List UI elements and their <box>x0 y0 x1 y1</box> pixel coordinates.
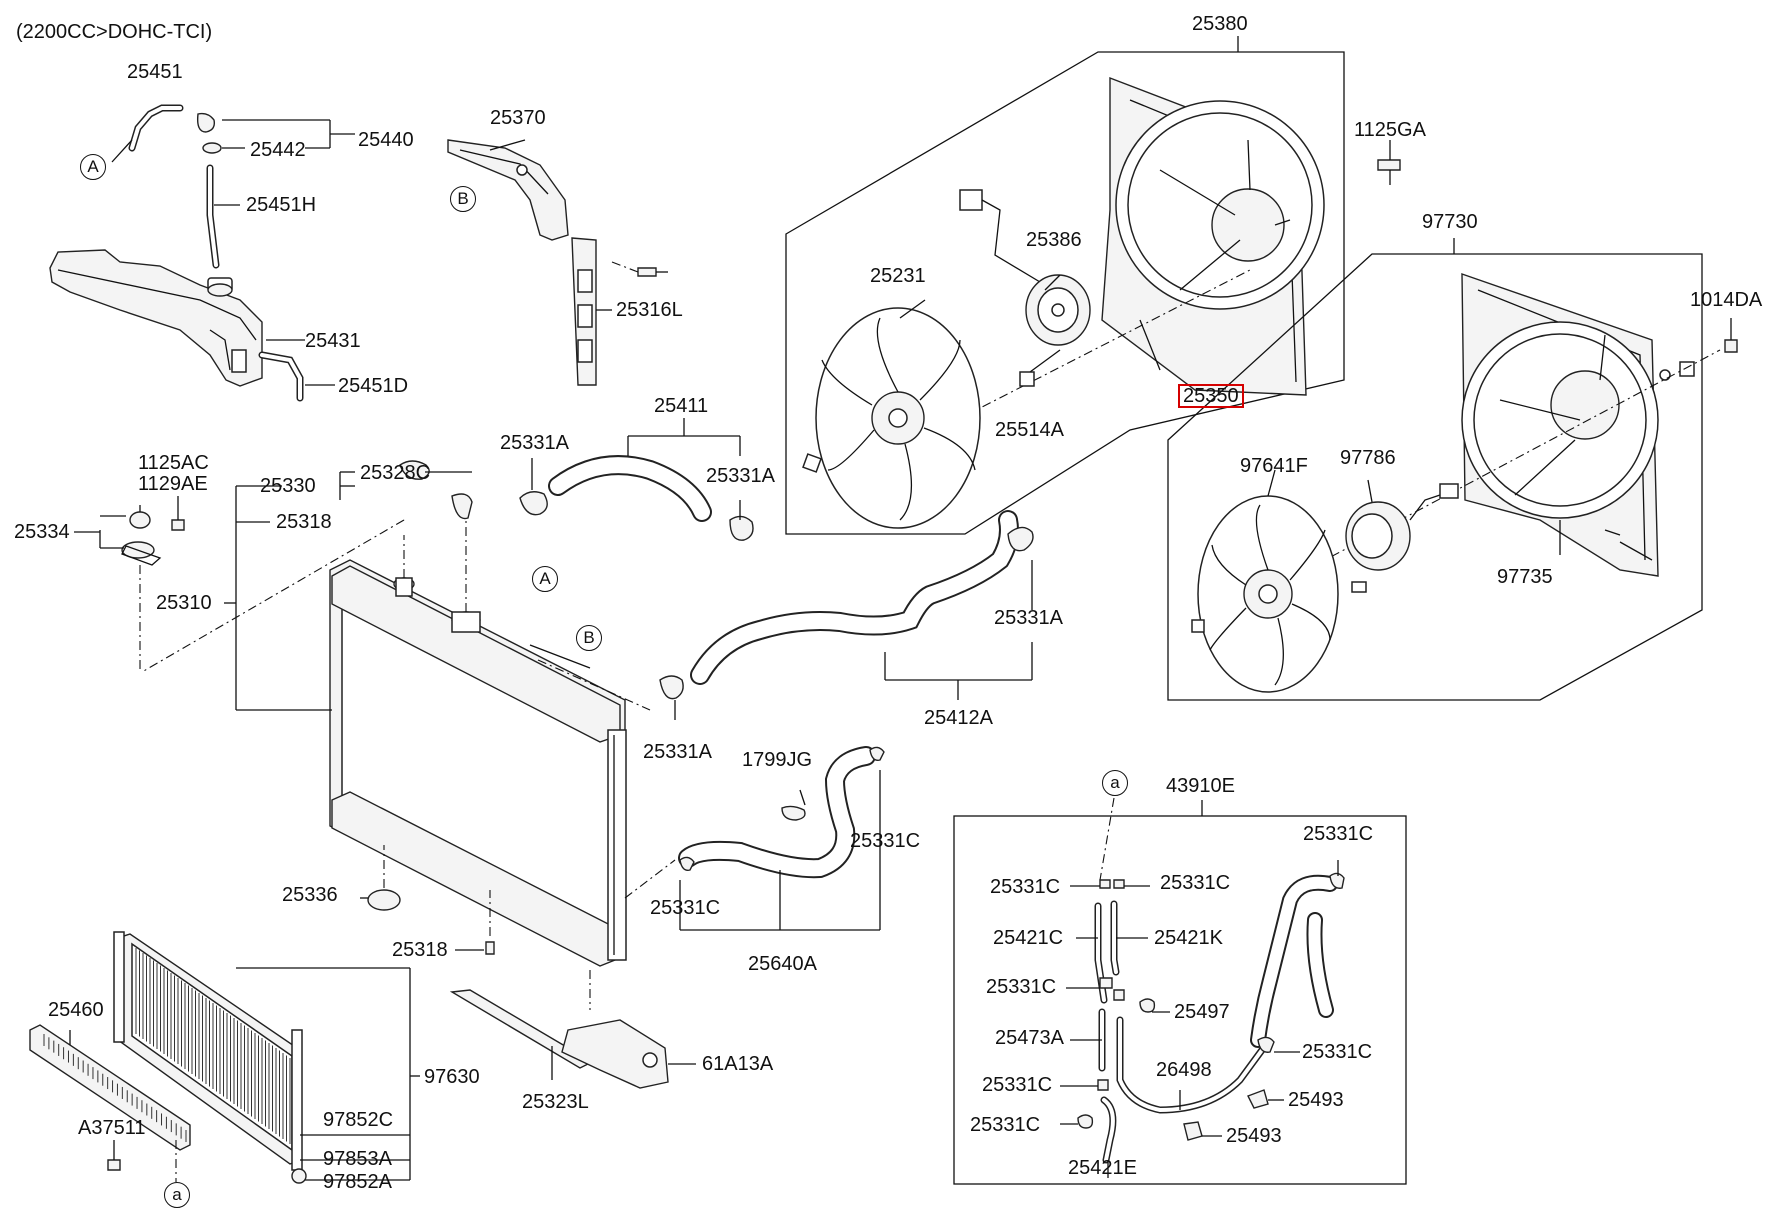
part-label-25493-upper[interactable]: 25493 <box>1288 1089 1344 1111</box>
part-label-25331C-kit-mid-left[interactable]: 25331C <box>986 976 1057 998</box>
part-label-25370[interactable]: 25370 <box>490 107 546 129</box>
part-label-61A13A[interactable]: 61A13A <box>702 1053 774 1075</box>
fan-box-2 <box>1167 238 1738 701</box>
part-label-25331A-upper-left[interactable]: 25331A <box>500 432 569 454</box>
part-label-26498[interactable]: 26498 <box>1156 1059 1212 1081</box>
part-label-25331C-hose-right[interactable]: 25331C <box>850 830 921 852</box>
part-label-25331A-lower-right[interactable]: 25331A <box>994 607 1063 629</box>
part-label-25316L[interactable]: 25316L <box>616 299 683 321</box>
ref-circle-A-radiator: A <box>532 566 558 592</box>
part-label-25497[interactable]: 25497 <box>1174 1001 1230 1023</box>
part-label-1125AC[interactable]: 1125AC <box>138 452 209 474</box>
part-label-97852A[interactable]: 97852A <box>323 1171 392 1193</box>
part-label-25431[interactable]: 25431 <box>305 330 361 352</box>
part-label-25350-highlighted[interactable]: 25350 <box>1178 384 1244 408</box>
part-label-25421E[interactable]: 25421E <box>1068 1157 1137 1179</box>
part-label-25318-lower[interactable]: 25318 <box>392 939 448 961</box>
part-label-43910E[interactable]: 43910E <box>1166 775 1235 797</box>
part-label-97630[interactable]: 97630 <box>424 1066 480 1088</box>
ref-circle-a-condenser: a <box>164 1182 190 1208</box>
part-label-25318-upper[interactable]: 25318 <box>276 511 332 533</box>
part-label-97853A[interactable]: 97853A <box>323 1148 392 1170</box>
part-label-25331C-kit-mid-right[interactable]: 25331C <box>1302 1041 1373 1063</box>
part-label-25331C-kit-top-mid[interactable]: 25331C <box>1160 872 1231 894</box>
hose-25640A <box>624 746 885 931</box>
part-label-25331C-kit-bottom-left[interactable]: 25331C <box>970 1114 1041 1136</box>
part-label-25331C-kit-top-right[interactable]: 25331C <box>1303 823 1374 845</box>
part-label-1129AE[interactable]: 1129AE <box>138 473 208 495</box>
part-label-25310[interactable]: 25310 <box>156 592 212 614</box>
part-label-25514A[interactable]: 25514A <box>995 419 1064 441</box>
part-label-25331C-kit-top-left[interactable]: 25331C <box>990 876 1061 898</box>
part-label-25640A[interactable]: 25640A <box>748 953 817 975</box>
condenser-group <box>29 931 420 1184</box>
part-label-97852C[interactable]: 97852C <box>323 1109 394 1131</box>
ref-circle-a-kit: a <box>1102 770 1128 796</box>
part-label-25421C[interactable]: 25421C <box>993 927 1064 949</box>
part-label-97786[interactable]: 97786 <box>1340 447 1396 469</box>
hose-kit-43910E <box>953 797 1407 1185</box>
ref-circle-B-radiator: B <box>576 625 602 651</box>
part-label-25331A-upper-right[interactable]: 25331A <box>706 465 775 487</box>
part-label-25330[interactable]: 25330 <box>260 475 316 497</box>
bolt-1125GA <box>1377 140 1401 185</box>
bracket-group <box>447 139 668 386</box>
part-label-25331C-kit-lower-left[interactable]: 25331C <box>982 1074 1053 1096</box>
part-label-25331A-lower-left[interactable]: 25331A <box>643 741 712 763</box>
engine-spec-note: (2200CC>DOHC-TCI) <box>16 21 213 43</box>
part-label-A37511[interactable]: A37511 <box>78 1117 146 1139</box>
part-label-1125GA[interactable]: 1125GA <box>1354 119 1426 141</box>
fitting-25334 <box>74 496 185 672</box>
part-label-97730[interactable]: 97730 <box>1422 211 1478 233</box>
air-guard-group <box>449 970 696 1089</box>
part-label-25451H[interactable]: 25451H <box>246 194 317 216</box>
part-label-25328C[interactable]: 25328C <box>360 462 431 484</box>
part-label-25334[interactable]: 25334 <box>14 521 70 543</box>
part-label-97735[interactable]: 97735 <box>1497 566 1553 588</box>
part-label-25380[interactable]: 25380 <box>1192 13 1248 35</box>
reservoir-hose-group <box>49 104 355 402</box>
part-label-25440[interactable]: 25440 <box>358 129 414 151</box>
part-label-25442[interactable]: 25442 <box>250 139 306 161</box>
part-label-1014DA[interactable]: 1014DA <box>1690 289 1763 311</box>
part-label-25331C-hose-left[interactable]: 25331C <box>650 897 721 919</box>
leader-25350 <box>1139 319 1161 371</box>
part-label-25231[interactable]: 25231 <box>870 265 926 287</box>
part-label-25412A[interactable]: 25412A <box>924 707 993 729</box>
part-label-25451[interactable]: 25451 <box>127 61 183 83</box>
part-label-97641F[interactable]: 97641F <box>1240 455 1308 477</box>
ref-circle-B-bracket: B <box>450 186 476 212</box>
part-label-25323L[interactable]: 25323L <box>522 1091 589 1113</box>
part-label-25451D[interactable]: 25451D <box>338 375 409 397</box>
hose-25411 <box>519 418 754 541</box>
fan-box-1 <box>785 36 1345 535</box>
part-label-25421K[interactable]: 25421K <box>1154 927 1223 949</box>
part-label-25336[interactable]: 25336 <box>282 884 338 906</box>
part-label-25493-lower[interactable]: 25493 <box>1226 1125 1282 1147</box>
ref-circle-A-top: A <box>80 154 106 180</box>
part-label-25386[interactable]: 25386 <box>1026 229 1082 251</box>
part-label-25460[interactable]: 25460 <box>48 999 104 1021</box>
hose-25412A <box>529 510 1034 720</box>
radiator-group <box>141 460 627 967</box>
part-label-1799JG[interactable]: 1799JG <box>742 749 813 771</box>
part-label-25411[interactable]: 25411 <box>654 395 709 417</box>
part-label-25473A[interactable]: 25473A <box>995 1027 1064 1049</box>
